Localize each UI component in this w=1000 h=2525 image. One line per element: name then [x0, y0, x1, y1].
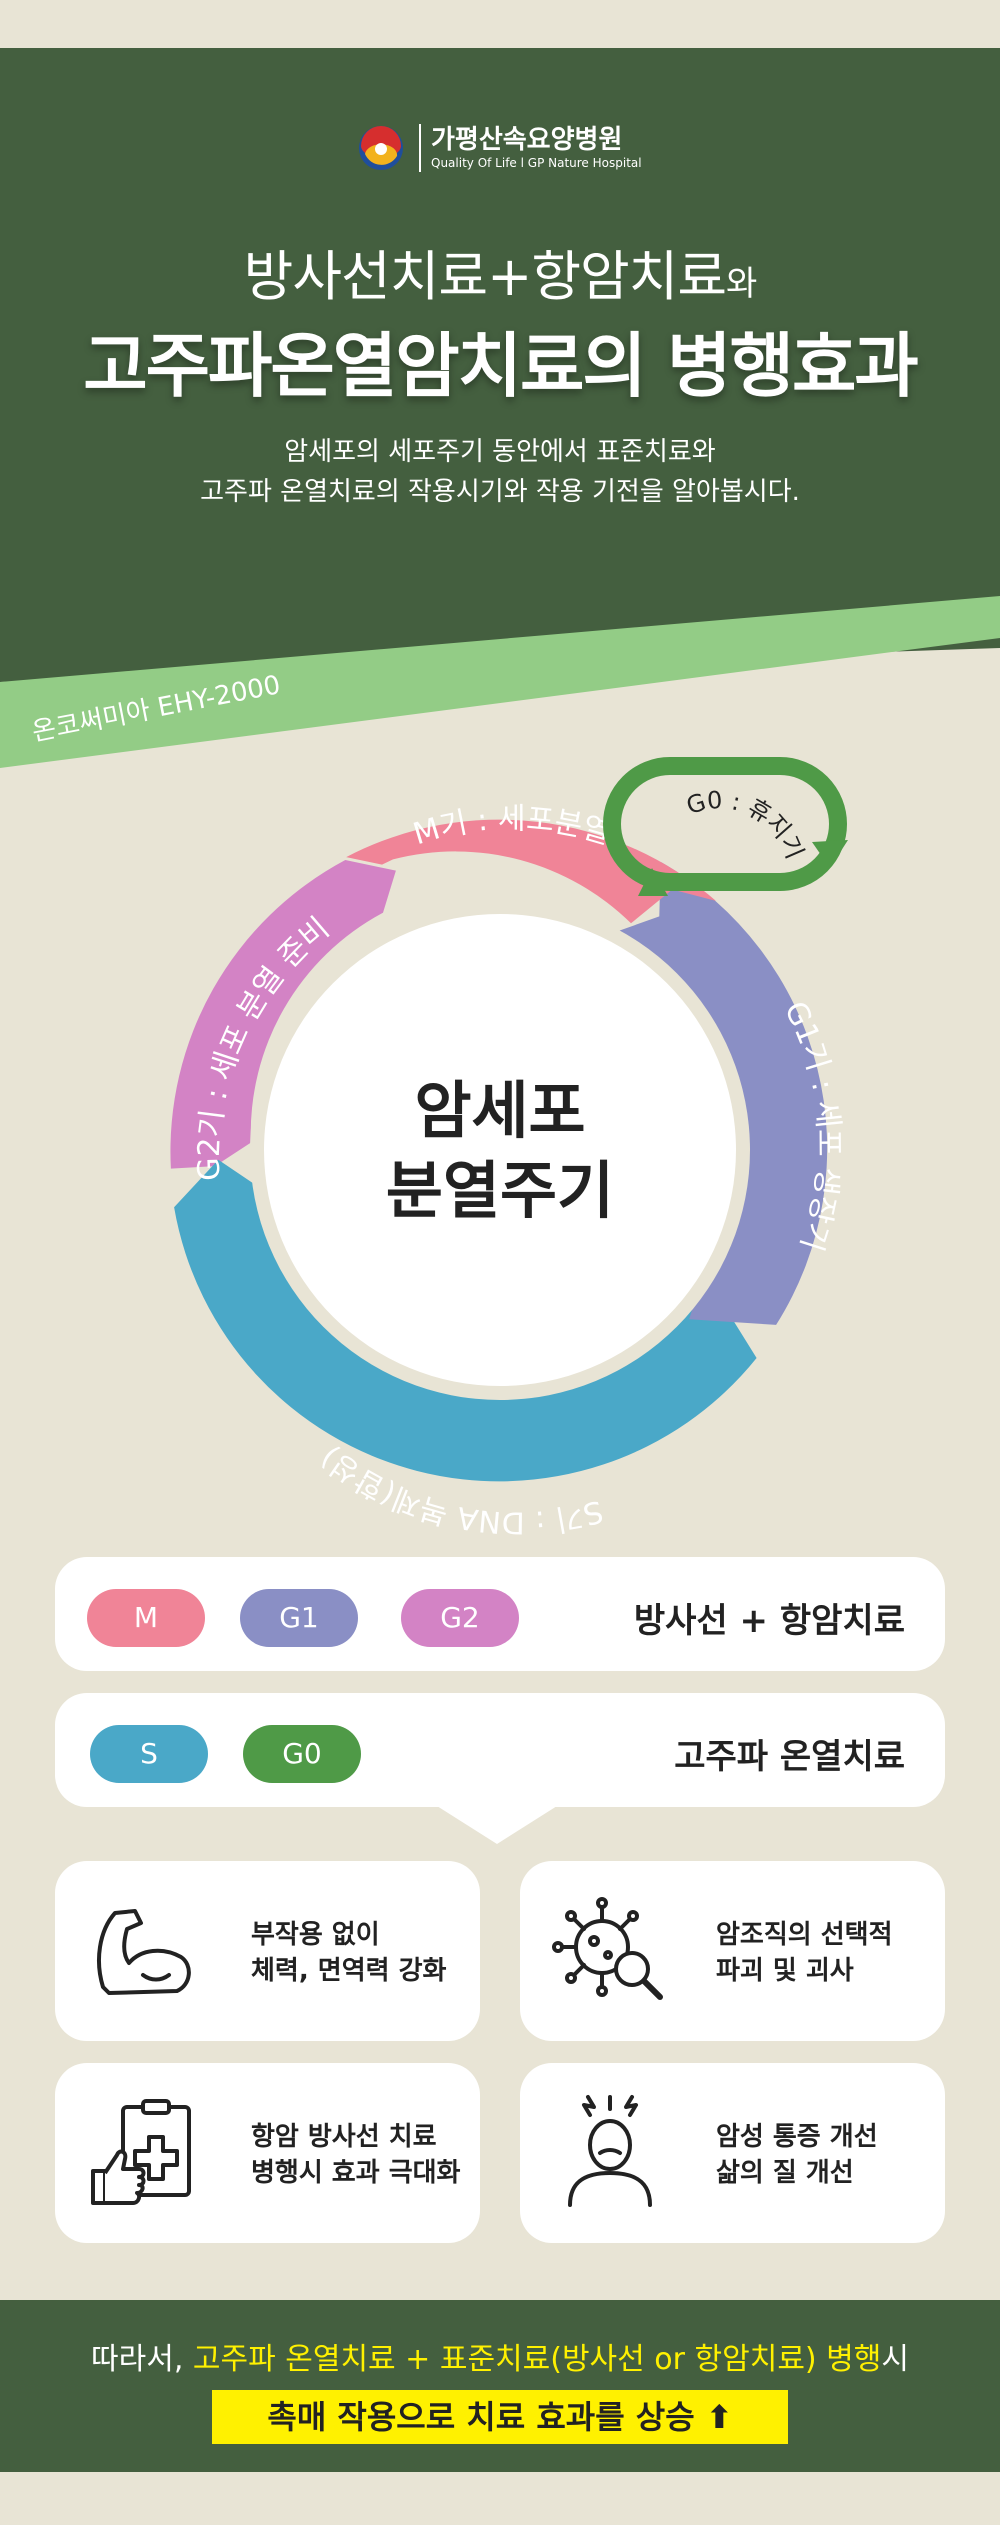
svg-text:G0 : 휴지기: G0 : 휴지기 — [683, 786, 809, 863]
muscle-arm-icon — [97, 1909, 191, 1995]
benefit-line2: 병행시 효과 극대화 — [251, 2158, 461, 2188]
benefit-line1: 암조직의 선택적 — [716, 1920, 893, 1950]
pill-g2: G2 — [401, 1589, 519, 1647]
benefit-card-combination: 항암 방사선 치료 병행시 효과 극대화 — [55, 2063, 480, 2243]
phase-arc-g2 — [170, 860, 396, 1169]
hospital-logo: 가평산속요양병원 Quality Of Life l GP Nature Hos… — [355, 122, 642, 174]
pill-g0: G0 — [243, 1725, 361, 1783]
benefit-card-strength: 부작용 없이 체력, 면역력 강화 — [55, 1861, 480, 2041]
cell-cycle-diagram: 암세포 분열주기 M기 : 세포분열 G1기 : 세포 생장기 S기 : DNA… — [158, 757, 848, 1540]
benefit-line2: 체력, 면역력 강화 — [251, 1956, 447, 1986]
benefit-line1: 항암 방사선 치료 — [251, 2122, 437, 2152]
logo-text: 가평산속요양병원 Quality Of Life l GP Nature Hos… — [431, 125, 642, 171]
benefit-text-strength: 부작용 없이 체력, 면역력 강화 — [251, 1917, 446, 1989]
hospital-tagline: Quality Of Life l GP Nature Hospital — [431, 156, 642, 170]
hospital-emblem-icon — [359, 126, 403, 170]
person-headache-icon — [568, 2095, 652, 2207]
benefit-line2: 삶의 질 개선 — [716, 2158, 854, 2188]
conclusion-prefix: 따라서, — [91, 2342, 193, 2377]
conclusion-line1: 따라서, 고주파 온열치료 + 표준치료(방사선 or 항암치료) 병행시 — [0, 2334, 1000, 2378]
intro-description: 암세포의 세포주기 동안에서 표준치료와 고주파 온열치료의 작용시기와 작용 … — [0, 432, 1000, 512]
benefit-card-pain: 암성 통증 개선 삶의 질 개선 — [520, 2063, 945, 2243]
thumbs-up-medical-icon — [91, 2099, 191, 2205]
conclusion-banner — [0, 2300, 1000, 2472]
page-title: 고주파온열암치료의 병행효과 — [83, 325, 919, 407]
top-strip — [0, 0, 1000, 48]
benefit-line1: 부작용 없이 — [251, 1920, 380, 1950]
g0-arrow-icon — [638, 868, 668, 896]
description-line2: 고주파 온열치료의 작용시기와 작용 기전을 알아봅시다. — [200, 477, 800, 507]
phase-arc-g1 — [618, 861, 828, 1325]
title-line1-main: 방사선치료+항암치료 — [243, 245, 727, 308]
pill-m: M — [87, 1589, 205, 1647]
cycle-center — [264, 914, 736, 1386]
virus-magnifier-icon — [552, 1897, 663, 2000]
pill-g1: G1 — [240, 1589, 358, 1647]
title-line1-suffix: 와 — [726, 264, 757, 304]
logo-divider — [419, 124, 421, 172]
legend-pointer — [437, 1806, 557, 1844]
phase-arc-s — [174, 1159, 757, 1482]
benefit-line2: 파괴 및 괴사 — [716, 1956, 854, 1986]
legend-row-hyperthermia: S G0 고주파 온열치료 — [55, 1693, 945, 1807]
g0-arrow-icon-2 — [812, 840, 848, 868]
legend-label-hyperthermia: 고주파 온열치료 — [674, 1737, 905, 1777]
g0-loop: G0 : 휴지기 — [603, 757, 848, 896]
page-subtitle: 방사선치료+항암치료와 — [0, 232, 1000, 311]
legend-row-standard: M G1 G2 방사선 + 항암치료 — [55, 1557, 945, 1671]
conclusion-line2: 촉매 작용으로 치료 효과를 상승 ⬆ — [212, 2390, 788, 2444]
conclusion-highlight: 고주파 온열치료 + 표준치료(방사선 or 항암치료) 병행 — [192, 2342, 882, 2377]
benefit-text-destruction: 암조직의 선택적 파괴 및 괴사 — [716, 1917, 893, 1989]
arrow-up-icon: ⬆ — [705, 2398, 733, 2436]
cycle-center-line1: 암세포 — [414, 1074, 585, 1147]
description-line1: 암세포의 세포주기 동안에서 표준치료와 — [284, 437, 716, 467]
conclusion-emphasis: 촉매 작용으로 치료 효과를 상승 — [267, 2398, 695, 2436]
benefit-text-pain: 암성 통증 개선 삶의 질 개선 — [716, 2119, 878, 2191]
pill-s: S — [90, 1725, 208, 1783]
conclusion-suffix: 시 — [881, 2342, 909, 2377]
benefit-text-combination: 항암 방사선 치료 병행시 효과 극대화 — [251, 2119, 460, 2191]
benefit-card-destruction: 암조직의 선택적 파괴 및 괴사 — [520, 1861, 945, 2041]
header-background — [0, 48, 1000, 768]
hospital-name: 가평산속요양병원 — [431, 125, 623, 155]
benefit-line1: 암성 통증 개선 — [716, 2122, 878, 2152]
legend-label-standard: 방사선 + 항암치료 — [633, 1601, 905, 1641]
cycle-center-line2: 분열주기 — [386, 1154, 614, 1227]
g0-label: G0 : 휴지기 — [683, 786, 809, 863]
